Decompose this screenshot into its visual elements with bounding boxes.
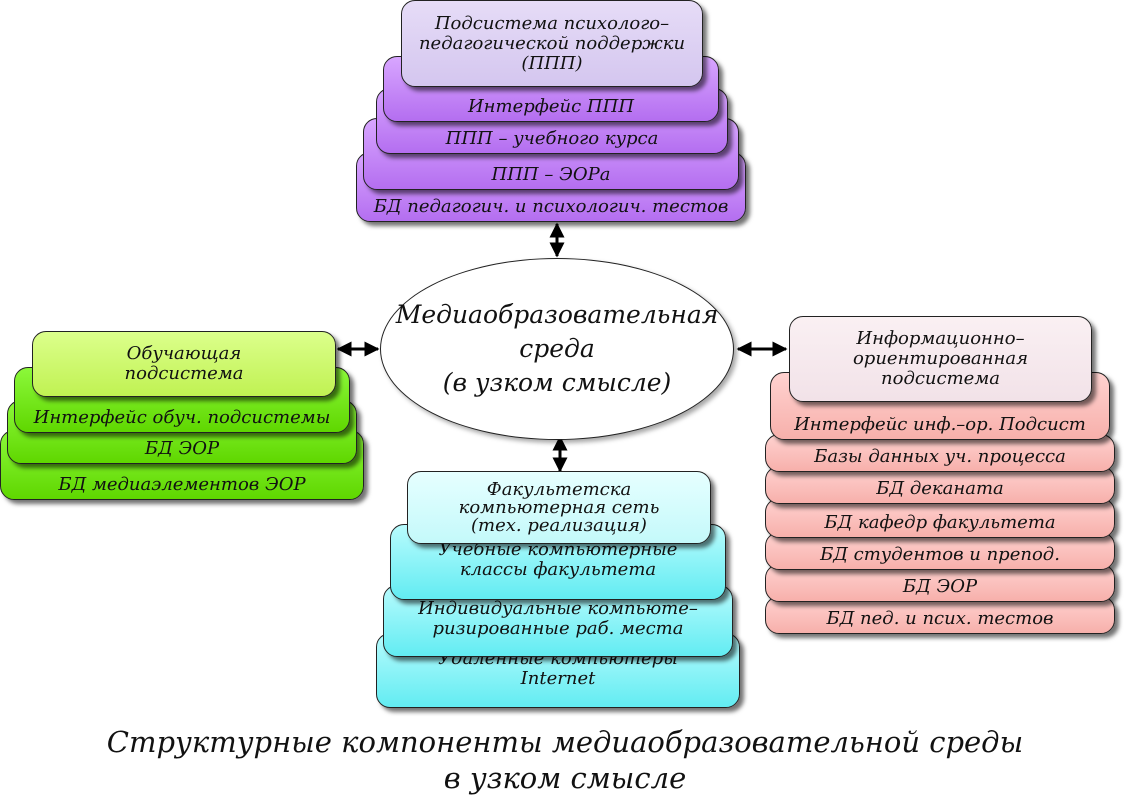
right-item-label: БД пед. и псих. тестов: [826, 608, 1054, 629]
right-item-label: Базы данных уч. процесса: [814, 446, 1066, 467]
bottom-group-head: Факультетска компьютерная сеть (тех. реа…: [407, 471, 711, 544]
bottom-item-line: Индивидуальные компьюте–: [418, 598, 698, 619]
bottom-item-line: ризированные раб. места: [432, 618, 684, 639]
caption-line: Структурные компоненты медиаобразователь…: [106, 725, 1024, 759]
center-line: среда: [519, 334, 595, 363]
center-ellipse: Медиаобразовательная среда (в узком смыс…: [380, 258, 734, 440]
right-item-label: БД студентов и препод.: [820, 544, 1060, 565]
top-head-line: (ППП): [521, 52, 583, 74]
center-line: Медиаобразовательная: [395, 300, 719, 329]
bottom-item-line: Учебные компьютерные: [438, 539, 678, 560]
top-item-label: ППП – учебного курса: [445, 128, 659, 149]
diagram-caption: Структурные компоненты медиаобразователь…: [0, 724, 1130, 796]
right-item-departments-db: БД кафедр факультета: [765, 498, 1115, 538]
left-item-label: Интерфейс обуч. подсистемы: [33, 407, 331, 428]
right-group-head: Информационно– ориентированная подсистем…: [789, 316, 1092, 402]
left-group-head: Обучающая подсистема: [32, 331, 336, 397]
right-head-line: ориентированная: [852, 348, 1029, 369]
bottom-item-line: классы факультета: [459, 559, 657, 580]
caption-line: в узком смысле: [443, 761, 687, 795]
bottom-head-line: Факультетска: [486, 478, 632, 500]
left-head-line: Обучающая: [126, 343, 242, 364]
bottom-item-line: Internet: [520, 667, 596, 689]
right-item-label: БД деканата: [876, 478, 1004, 499]
top-head-line: педагогической поддержки: [418, 32, 686, 54]
right-item-deanery-db: БД деканата: [765, 466, 1115, 504]
left-head-line: подсистема: [124, 363, 244, 384]
right-item-label: БД ЭОР: [902, 576, 978, 597]
top-item-label: БД педагогич. и психологич. тестов: [373, 196, 729, 217]
bottom-head-line: компьютерная сеть: [458, 496, 660, 518]
top-head-line: Подсистема психолого–: [434, 12, 670, 34]
right-item-label: Интерфейс инф.–ор. Подсист: [794, 414, 1086, 435]
right-item-tests-db: БД пед. и псих. тестов: [765, 596, 1115, 634]
top-item-label: Интерфейс ППП: [467, 96, 635, 117]
bottom-head-line: (тех. реализация): [471, 514, 647, 536]
right-item-process-db: Базы данных уч. процесса: [765, 434, 1115, 472]
center-line: (в узком смысле): [442, 368, 672, 397]
right-head-line: Информационно–: [856, 328, 1025, 349]
right-item-label: БД кафедр факультета: [824, 512, 1056, 533]
left-item-label: БД медиаэлементов ЭОР: [58, 474, 306, 495]
left-item-label: БД ЭОР: [144, 438, 220, 459]
right-head-line: подсистема: [881, 368, 1000, 389]
top-group-head: Подсистема психолого– педагогической под…: [401, 0, 703, 87]
top-item-label: ППП – ЭОРа: [491, 164, 611, 185]
